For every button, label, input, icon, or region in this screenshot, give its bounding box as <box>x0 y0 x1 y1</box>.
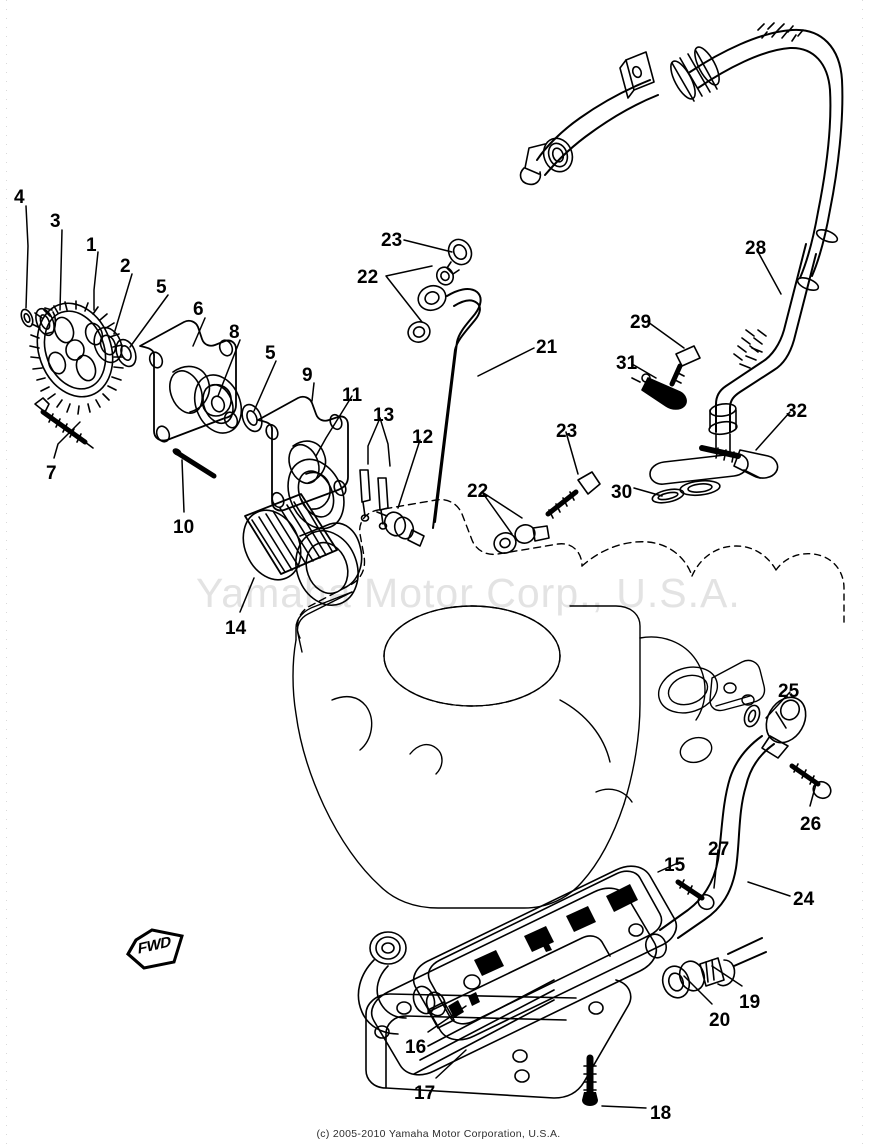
union-bolt-12 <box>376 511 425 547</box>
oil-pump-exploded-stack <box>20 300 425 606</box>
callout-9: 9 <box>302 365 313 386</box>
oil-hose-assembly <box>519 22 844 292</box>
page-edge-right <box>862 0 863 1147</box>
callout-20: 20 <box>709 1010 731 1031</box>
engine-crankcase <box>292 498 845 909</box>
callout-6: 6 <box>193 299 204 320</box>
callout-21: 21 <box>536 337 558 358</box>
page-edge-left <box>6 0 7 1147</box>
callout-30: 30 <box>611 482 633 503</box>
pump-housing-outer <box>139 319 239 443</box>
drain-bolt-18 <box>582 1054 598 1106</box>
oil-pan-assembly <box>357 865 767 1106</box>
oil-pan-outlet-union <box>644 933 767 999</box>
callout-26: 26 <box>800 814 822 835</box>
banjo-eyelet-25 <box>761 696 807 759</box>
union-bolt-32 <box>699 445 779 479</box>
callout-28: 28 <box>745 238 767 259</box>
callout-leader-lines <box>25 205 817 1109</box>
oil-feed-tube-right <box>631 243 817 504</box>
oil-pan-17 <box>365 979 632 1099</box>
dowel-pin-10 <box>172 448 217 479</box>
callout-2: 2 <box>120 256 131 277</box>
pump-rotor <box>93 326 123 364</box>
callout-10: 10 <box>173 517 195 538</box>
callout-4: 4 <box>14 187 25 208</box>
callout-29: 29 <box>630 312 652 333</box>
callout-12: 12 <box>412 427 434 448</box>
callout-13: 13 <box>373 405 395 426</box>
pump-housing-inner <box>257 395 349 512</box>
pump-drive-gear <box>29 300 124 415</box>
callout-32: 32 <box>786 401 808 422</box>
callout-16: 16 <box>405 1037 427 1058</box>
callout-25: 25 <box>778 681 800 702</box>
bolt-29 <box>669 345 701 387</box>
oil-pan-inlet-elbow <box>357 931 447 1035</box>
callout-15: 15 <box>664 855 686 876</box>
callout-5b: 5 <box>265 343 276 364</box>
pump-inner-rotor <box>193 374 243 434</box>
callout-8: 8 <box>229 322 240 343</box>
callout-23a: 23 <box>381 230 403 251</box>
callout-14: 14 <box>225 618 247 639</box>
oil-filter-assembly <box>242 458 363 606</box>
oil-line-right-24 <box>659 696 832 939</box>
callout-31: 31 <box>616 353 638 374</box>
pump-bolt-7 <box>34 397 94 449</box>
bolt-27 <box>675 879 715 911</box>
callout-27: 27 <box>708 839 730 860</box>
callout-18: 18 <box>650 1103 672 1124</box>
bolt-23b <box>545 471 601 519</box>
relief-valve-pins-13 <box>359 469 389 530</box>
oil-delivery-pipe-21 <box>407 238 601 554</box>
oil-jet-31 <box>631 373 687 410</box>
callout-19: 19 <box>739 992 761 1013</box>
fwd-direction-marker: FWD <box>122 928 186 972</box>
callout-23b: 23 <box>556 421 578 442</box>
callout-7: 7 <box>46 463 57 484</box>
callout-5a: 5 <box>156 277 167 298</box>
callout-11: 11 <box>342 385 363 406</box>
callout-24: 24 <box>793 889 815 910</box>
callout-22b: 22 <box>467 481 489 502</box>
callout-17: 17 <box>414 1083 436 1104</box>
callout-3: 3 <box>50 211 61 232</box>
callout-1: 1 <box>86 235 97 256</box>
copyright-footer: (c) 2005-2010 Yamaha Motor Corporation, … <box>316 1128 561 1140</box>
bolt-26 <box>789 763 832 800</box>
callout-22a: 22 <box>357 267 379 288</box>
